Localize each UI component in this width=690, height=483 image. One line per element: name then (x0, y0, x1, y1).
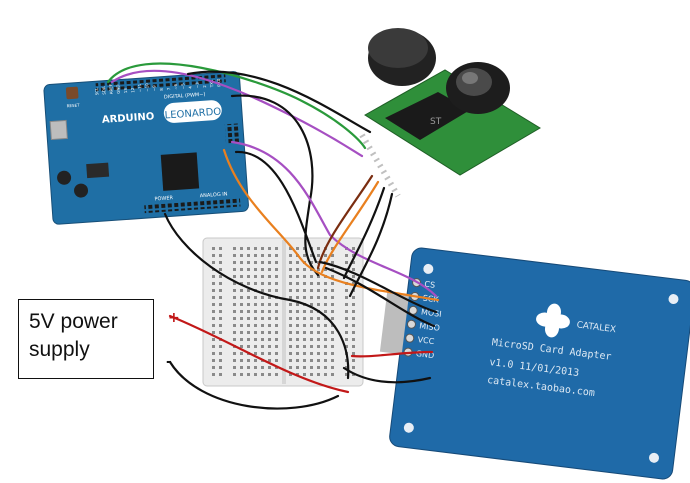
sd-pin-header (379, 292, 410, 355)
regulator (86, 162, 110, 179)
board-pin-label: ~6 (173, 83, 178, 90)
board-pin-label: 7 (166, 87, 171, 90)
wire-black-supply (168, 360, 340, 410)
wire-purple-sd (230, 140, 438, 298)
model-plate (163, 100, 222, 123)
sd-brand-text: CATALEX (576, 320, 617, 335)
analog-header (144, 198, 241, 214)
board-pin-label: RX0 (216, 78, 222, 87)
board-pin-label: ~10 (144, 83, 150, 92)
breadboard (202, 237, 364, 387)
wire-orange-camera (320, 180, 380, 274)
sd-pin-label: MISO (419, 321, 441, 332)
board-pin-label: GND (115, 84, 121, 93)
wire-red-supply (168, 314, 350, 394)
camera-module: ST (359, 28, 541, 198)
wires (106, 62, 440, 410)
minus-sign: - (166, 354, 172, 370)
board-pin-label: 12 (130, 87, 135, 93)
plus-sign: + (168, 310, 180, 326)
wire-black-camera2 (348, 192, 394, 298)
board-pin-label: 2 (202, 85, 207, 88)
microcontroller-chip (160, 152, 200, 191)
board-pin-label: ~3 (195, 82, 200, 89)
board-pin-label: 13 (123, 88, 128, 94)
wire-black-sd-gnd (342, 366, 432, 384)
digital-header-text: DIGITAL (PWM~) (164, 92, 206, 101)
board-pin-label: ~9 (151, 85, 156, 92)
arduino-leonardo-board: LEONARDO ARDUINO DIGITAL (PWM~) POWER AN… (43, 71, 249, 225)
wire-black-sd-mosi (324, 266, 436, 328)
camera-chip-text: ST (430, 117, 442, 127)
board-pin-label: ~5 (180, 83, 185, 90)
wire-purple-camera (110, 69, 364, 158)
board-pin-label: SCL (94, 87, 100, 96)
digital-header (95, 74, 226, 92)
sd-pin-pad (406, 319, 416, 329)
board-pin-label: 4 (188, 86, 193, 89)
sd-pin-label: CS (424, 280, 436, 290)
board-pin-label: ~11 (137, 83, 143, 92)
capacitor (74, 183, 89, 198)
board-model-text: LEONARDO (164, 107, 221, 122)
usb-port (49, 119, 68, 141)
reset-button (65, 86, 79, 100)
power-text: POWER (154, 195, 173, 202)
sd-pin-label: MOSI (421, 307, 443, 318)
wire-black-sd-sck (318, 260, 438, 314)
catalex-logo (536, 303, 570, 338)
board-pin-label: AREF (108, 83, 114, 94)
power-supply-label: 5V power supply (18, 299, 154, 379)
wire-black-loop (230, 94, 320, 277)
sd-pin-label: GND (415, 349, 434, 360)
power-supply-label-line2: supply (29, 338, 90, 361)
wire-black-top (186, 70, 372, 134)
reset-text: RESET (66, 102, 80, 108)
wire-black-camera (342, 186, 386, 280)
board-pin-label: SDA (101, 86, 107, 95)
sd-pin-pad (405, 333, 415, 343)
sd-pin-label: VCC (417, 335, 435, 346)
board-pin-label: 8 (159, 88, 164, 91)
icsp-header (224, 123, 241, 145)
wire-black-arduino-gnd (163, 212, 350, 380)
analog-text: ANALOG IN (200, 191, 228, 199)
wire-green (106, 62, 367, 150)
camera-chip (385, 92, 470, 140)
capacitor (57, 170, 72, 185)
wire-red-sd-vcc (350, 350, 434, 358)
wire-orange (222, 148, 440, 302)
board-brand-text: ARDUINO (102, 111, 155, 126)
wire-brown-camera (316, 174, 374, 270)
power-supply-label-line1: 5V power (29, 310, 118, 333)
wire-black-arduino (234, 150, 318, 264)
board-pin-label: TX1 (209, 79, 215, 89)
